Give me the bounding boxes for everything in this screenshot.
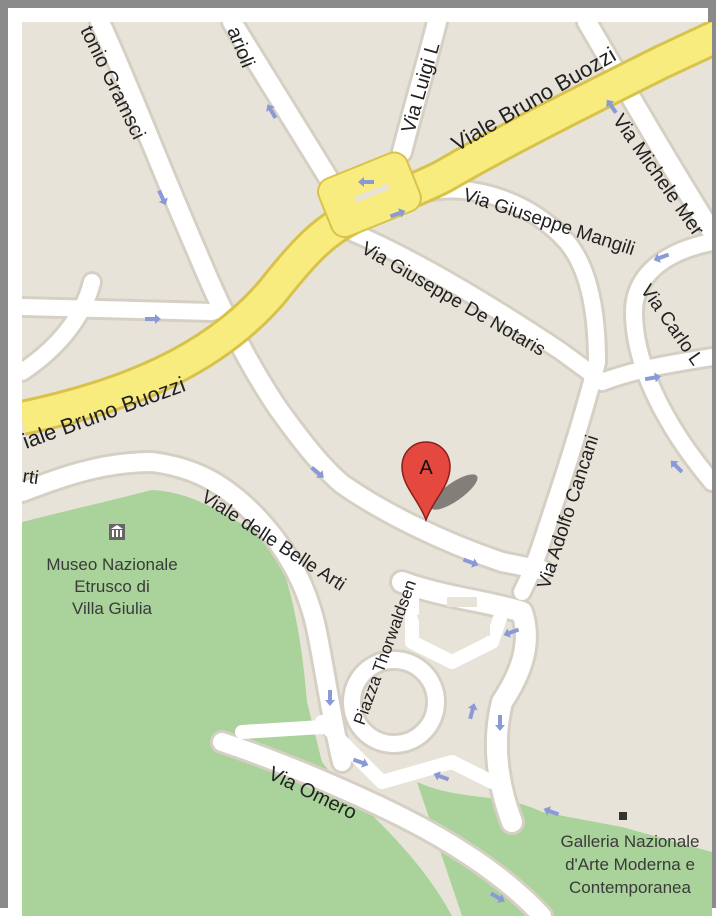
- one-way-arrow-icon: [489, 891, 505, 903]
- one-way-arrow-icon: [644, 372, 661, 383]
- traffic-island-1: [416, 609, 440, 637]
- road-via-carlo: [594, 349, 712, 390]
- traffic-island-2: [472, 622, 490, 636]
- one-way-arrow-icon: [467, 703, 478, 720]
- road-piazza-west: [235, 720, 329, 739]
- marker-label: A: [419, 457, 433, 479]
- one-way-arrow-icon: [606, 99, 618, 114]
- traffic-island-3: [447, 597, 477, 607]
- poi-label-museo-line3: Villa Giulia: [72, 599, 153, 618]
- road-via-adolfo-cancani: [514, 354, 605, 600]
- junction-divider: [354, 183, 390, 203]
- road-top-partial: [223, 22, 346, 201]
- museum-icon[interactable]: [109, 524, 125, 540]
- poi-label-museo-line2: Etrusco di: [74, 577, 150, 596]
- one-way-arrow-icon: [145, 314, 161, 324]
- road-via-omero: [213, 733, 551, 916]
- marker-pin: [401, 441, 451, 523]
- one-way-arrow-icon: [670, 460, 684, 474]
- one-way-arrow-icon: [433, 771, 450, 782]
- one-way-arrow-icon: [543, 806, 560, 817]
- map-marker-icon[interactable]: A: [401, 441, 482, 523]
- road-via-michele: [578, 22, 712, 241]
- poi-label-museo-line1: Museo Nazionale: [46, 555, 177, 574]
- one-way-arrow-icon: [310, 465, 324, 478]
- one-way-arrow-icon: [157, 189, 168, 206]
- one-way-arrow-icon: [462, 557, 479, 568]
- road-junction-loop: [405, 590, 509, 669]
- one-way-arrow-icon: [325, 690, 335, 706]
- one-way-arrow-icon: [653, 252, 670, 263]
- piazza-thorwaldsen-center: [364, 672, 424, 732]
- piazza-thorwaldsen-ring: [344, 652, 444, 752]
- map-canvas[interactable]: tonio Gramsci arioli Via Luigi L Viale B…: [22, 22, 712, 916]
- one-way-arrow-icon: [389, 208, 406, 219]
- one-way-arrow-icon: [352, 757, 369, 768]
- one-way-arrows: [145, 99, 684, 903]
- street-label-left-partial: rti: [22, 466, 40, 489]
- road-via-luigi: [393, 22, 446, 161]
- poi-label-galleria-line1: Galleria Nazionale: [561, 832, 700, 851]
- marker-shadow: [430, 474, 478, 510]
- one-way-arrow-icon: [266, 104, 278, 120]
- poi-square-icon[interactable]: [619, 812, 627, 820]
- poi-label-galleria-line2: d'Arte Moderna e: [565, 855, 695, 874]
- map-viewport[interactable]: tonio Gramsci arioli Via Luigi L Viale B…: [22, 22, 712, 916]
- one-way-arrow-icon: [495, 715, 505, 731]
- one-way-arrow-icon: [358, 177, 374, 187]
- road-lower-connector: [315, 715, 499, 789]
- one-way-arrow-icon: [503, 627, 520, 638]
- road-left-connector: [22, 299, 220, 320]
- road-left-diagonal: [22, 274, 100, 380]
- road-right-loop: [626, 234, 712, 490]
- poi-label-galleria-line3: Contemporanea: [569, 878, 691, 897]
- park-villa-giulia: [22, 490, 452, 916]
- road-via-antonio-gramsci: [91, 22, 551, 579]
- roads: [22, 22, 712, 916]
- road-viale-delle-belle-arti: [22, 453, 351, 771]
- road-via-giuseppe-mangili: [419, 181, 605, 370]
